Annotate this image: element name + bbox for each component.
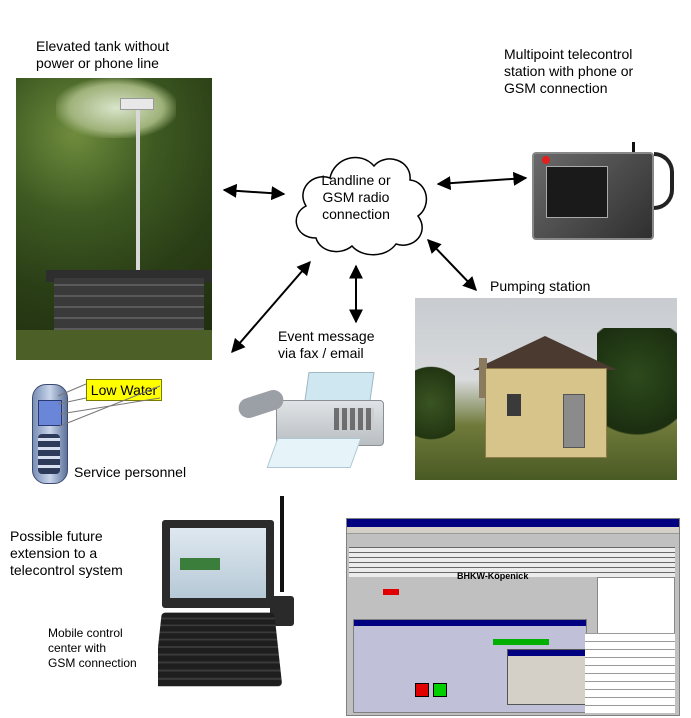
elevated-tank-photo	[16, 78, 212, 360]
mobile-phone-image	[28, 384, 72, 484]
laptop-image	[158, 496, 298, 688]
arrow-cloud-phone	[231, 260, 311, 354]
arrow-cloud-pump	[427, 238, 477, 292]
pumping-station-photo	[415, 298, 677, 480]
scada-title: BHKW-Köpenick	[457, 571, 529, 581]
arrow-cloud-rtu	[436, 171, 528, 191]
cloud-label: Landline or GSM radio connection	[321, 172, 391, 222]
multipoint-station-label: Multipoint telecontrol station with phon…	[504, 46, 634, 96]
mobile-control-center-label: Mobile control center with GSM connectio…	[48, 626, 137, 670]
pumping-station-label: Pumping station	[490, 278, 591, 294]
fax-machine-image	[236, 368, 386, 470]
telecontrol-station-photo	[528, 142, 676, 244]
future-extension-label: Possible future extension to a telecontr…	[10, 528, 123, 578]
scada-screenshot: BHKW-Köpenick	[346, 518, 680, 716]
arrow-tank-cloud	[222, 183, 286, 201]
network-cloud	[295, 156, 428, 256]
elevated-tank-label: Elevated tank without power or phone lin…	[36, 38, 170, 71]
service-personnel-label: Service personnel	[74, 464, 187, 480]
